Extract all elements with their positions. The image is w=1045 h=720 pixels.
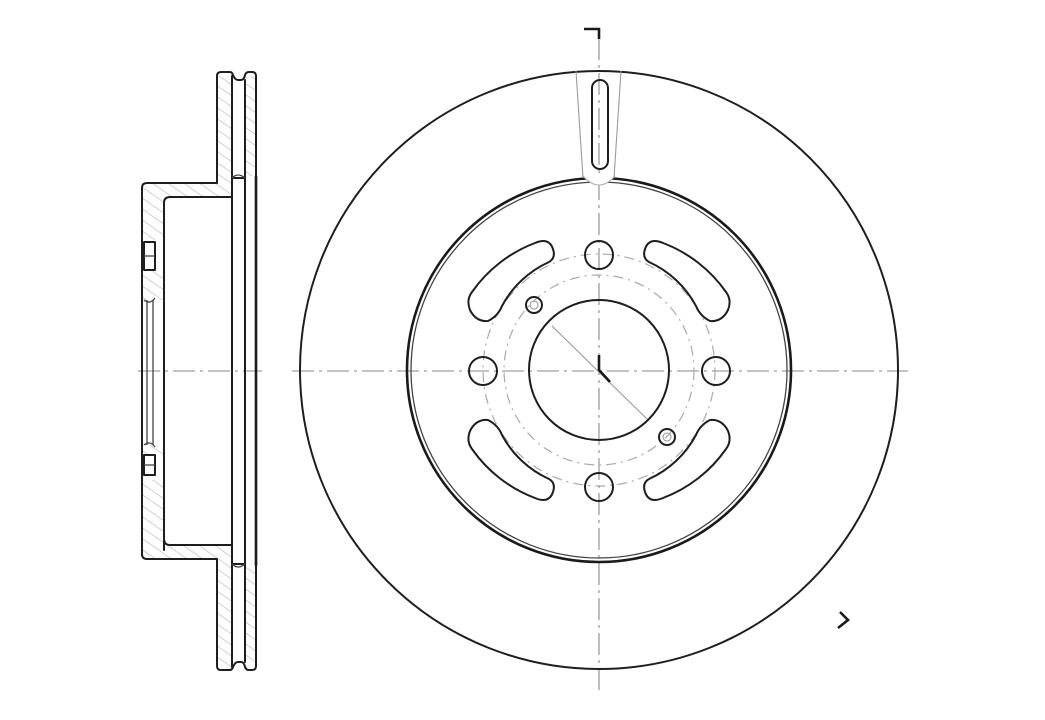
section-mark-bottom <box>837 611 850 630</box>
slot-lower-left <box>467 418 555 501</box>
side-section-view <box>138 71 262 671</box>
bolt-hole-left <box>468 356 498 386</box>
hat-outline-bottom <box>141 444 218 567</box>
slot-lower-right <box>643 418 731 501</box>
center-bore <box>528 299 670 441</box>
disc-outer-outline-bottom <box>216 563 257 671</box>
bolt-hole-top <box>584 240 614 270</box>
bolt-hole-bottom <box>584 472 614 502</box>
pitch-circle-outer <box>482 253 716 487</box>
vent-slot <box>591 79 609 170</box>
bolt-hole-right <box>701 356 731 386</box>
slot-upper-left <box>467 240 555 323</box>
pitch-circle-inner <box>503 274 695 466</box>
section-mark-top <box>584 27 601 39</box>
disc-outer-circle <box>299 70 899 670</box>
locator-hole-lower-right <box>658 428 676 446</box>
center-angle-marker <box>597 355 611 383</box>
front-view <box>292 27 908 692</box>
locator-hole-upper-left <box>525 296 543 314</box>
slot-upper-right <box>643 240 731 323</box>
disc-outer-outline-top <box>216 71 257 179</box>
hat-outline-top <box>141 175 218 301</box>
